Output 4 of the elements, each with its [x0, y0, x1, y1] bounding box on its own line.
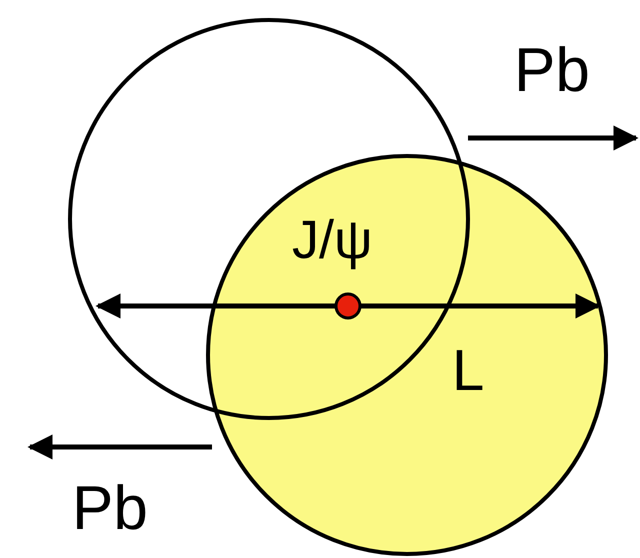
beam-label: Pb	[514, 40, 590, 102]
particle-label: J/ψ	[292, 213, 372, 267]
length-label: L	[452, 342, 484, 400]
beam-label: Pb	[72, 478, 148, 540]
